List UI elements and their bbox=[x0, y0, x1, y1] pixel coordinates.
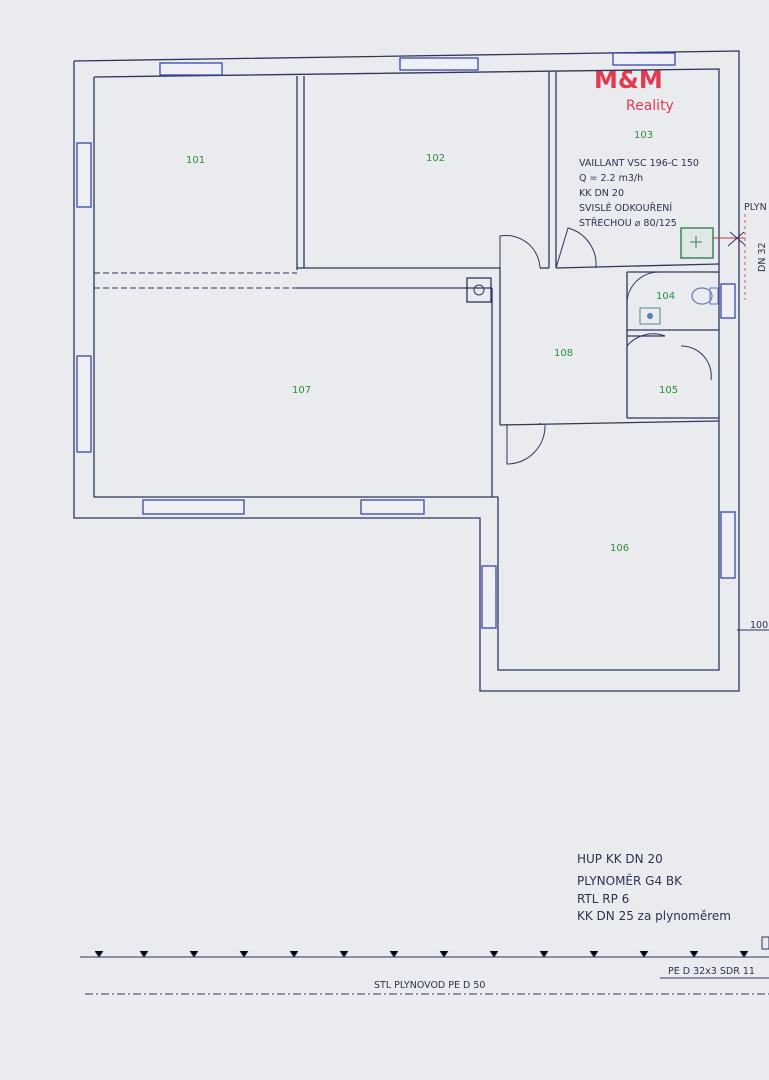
window-103-top bbox=[612, 52, 676, 66]
room-102-label: 102 bbox=[426, 153, 445, 164]
boiler-note-line: SVISLÉ ODKOUŘENÍ bbox=[579, 202, 672, 214]
gas-note-line: RTL RP 6 bbox=[577, 892, 629, 906]
window-107-bottom-b bbox=[360, 499, 425, 515]
gas-note-line: KK DN 25 za plynoměrem bbox=[577, 909, 731, 923]
dn32-label: DN 32 bbox=[757, 242, 768, 272]
room-104-label: 104 bbox=[656, 291, 675, 302]
window-102-top bbox=[399, 57, 479, 71]
boiler-icon bbox=[680, 227, 714, 259]
pe-d32-label: PE D 32x3 SDR 11 bbox=[668, 966, 755, 977]
gas-note-line: HUP KK DN 20 bbox=[577, 852, 663, 866]
windows bbox=[76, 52, 736, 629]
outer-walls bbox=[73, 50, 740, 692]
window-107-left bbox=[76, 355, 92, 453]
room-107-label: 107 bbox=[292, 385, 311, 396]
boiler-note-line: KK DN 20 bbox=[579, 188, 624, 199]
window-106-left bbox=[481, 565, 497, 629]
boiler-note-line: VAILLANT VSC 196-C 150 bbox=[579, 158, 699, 169]
sink-icon bbox=[639, 307, 661, 325]
plyn-label: PLYN bbox=[744, 202, 767, 213]
window-101-left bbox=[76, 142, 92, 208]
room-105-label: 105 bbox=[659, 385, 678, 396]
fixtures bbox=[639, 214, 746, 325]
room-106-label: 106 bbox=[610, 543, 629, 554]
logo-sub: Reality bbox=[626, 98, 674, 114]
stl-label: STL PLYNOVOD PE D 50 bbox=[374, 980, 485, 991]
boiler-note: VAILLANT VSC 196-C 150 Q = 2.2 m3/h KK D… bbox=[579, 158, 699, 229]
window-101-top bbox=[159, 62, 223, 76]
gas-note-line: PLYNOMĚR G4 BK bbox=[577, 873, 683, 888]
room-labels: 101 102 103 104 105 106 107 108 bbox=[186, 130, 678, 554]
window-107-bottom-a bbox=[142, 499, 245, 515]
room-101-label: 101 bbox=[186, 155, 205, 166]
boiler-note-line: Q = 2.2 m3/h bbox=[579, 173, 643, 184]
room-108-label: 108 bbox=[554, 348, 573, 359]
boiler-note-line: STŘECHOU ⌀ 80/125 bbox=[579, 218, 677, 229]
room-103-label: 103 bbox=[634, 130, 653, 141]
window-106-right bbox=[720, 511, 736, 579]
pipelines: PE D 32x3 SDR 11 STL PLYNOVOD PE D 50 bbox=[80, 936, 769, 995]
dimension-label: 100 bbox=[750, 620, 768, 631]
doors bbox=[499, 227, 712, 465]
window-104-right bbox=[720, 283, 736, 319]
toilet-icon bbox=[691, 287, 713, 305]
gas-note: HUP KK DN 20 PLYNOMĚR G4 BK RTL RP 6 KK … bbox=[577, 852, 731, 923]
